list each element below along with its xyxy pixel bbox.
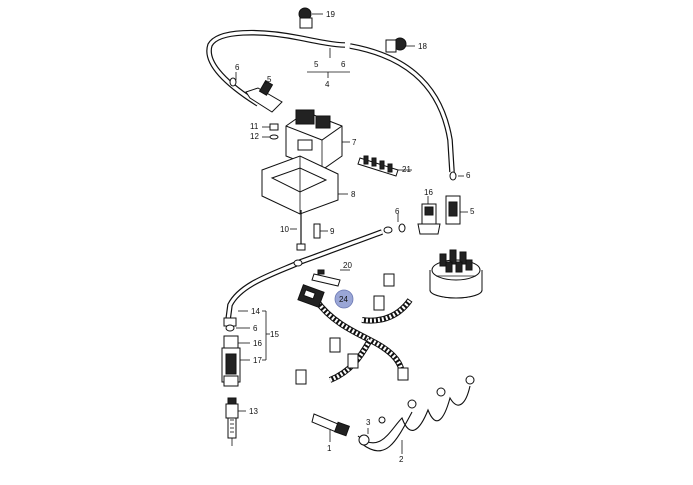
- cable-clip-strip-21: 21: [357, 155, 412, 177]
- callout-12: 12: [250, 132, 259, 141]
- spark-plug-connector-16-left: 16: [223, 335, 262, 349]
- callout-5-upper: 5: [267, 75, 272, 84]
- nut-11: 11: [250, 122, 279, 131]
- callout-11: 11: [250, 122, 259, 131]
- callout-8: 8: [351, 190, 356, 199]
- seal-ring-6-right: 6: [449, 171, 471, 181]
- group-bracket-15: 15: [262, 310, 279, 361]
- callout-19: 19: [326, 10, 335, 19]
- callout-6-top: 6: [341, 60, 346, 69]
- cable-bracket-20: 20: [311, 261, 352, 287]
- seal-ring-6-upper: 6: [229, 63, 240, 87]
- ignition-harness: 24: [295, 273, 413, 385]
- callout-6-upper: 6: [235, 63, 240, 72]
- ground-wire-set-2: 2: [357, 375, 475, 464]
- hose-connector-5-right: 5: [445, 195, 475, 225]
- hose-connector-5-upper: 5: [245, 75, 283, 113]
- callout-16-left: 16: [253, 339, 262, 348]
- callout-4: 4: [325, 80, 330, 89]
- callout-1: 1: [327, 444, 332, 453]
- screw-3: 3: [358, 418, 371, 446]
- callout-5-right: 5: [470, 207, 475, 216]
- spark-plug-connector-17: 17: [221, 347, 262, 387]
- spark-plug-connector-16-right: 16: [417, 188, 441, 235]
- hose-clip-19: 19: [298, 7, 335, 29]
- callout-6-right: 6: [466, 171, 471, 180]
- seal-ring-6-mid: 6: [395, 207, 406, 233]
- washer-12: 12: [250, 132, 279, 141]
- callout-21: 21: [402, 165, 411, 174]
- callout-20: 20: [343, 261, 352, 270]
- callout-16-right: 16: [424, 188, 433, 197]
- bolt-10: 10: [280, 210, 306, 251]
- seal-ring-6-left: 6: [225, 324, 258, 333]
- callout-7: 7: [352, 138, 357, 147]
- lower-hose: [225, 226, 393, 321]
- distributor-cap: [429, 249, 483, 299]
- mounting-bracket: 8: [261, 155, 356, 215]
- hose-clip-18: 18: [385, 37, 427, 53]
- callout-10: 10: [280, 225, 289, 234]
- sensor-1: 1: [311, 413, 350, 453]
- callout-15: 15: [270, 330, 279, 339]
- callout-3: 3: [366, 418, 371, 427]
- callout-13: 13: [249, 407, 258, 416]
- callout-24: 24: [339, 295, 348, 304]
- callout-6-mid: 6: [395, 207, 400, 216]
- callout-17: 17: [253, 356, 262, 365]
- callout-5-top: 5: [314, 60, 319, 69]
- callout-6-left: 6: [253, 324, 258, 333]
- callout-14: 14: [251, 307, 260, 316]
- callout-9: 9: [330, 227, 335, 236]
- bolt-9: 9: [313, 223, 335, 239]
- spark-plug-13: 13: [225, 397, 258, 446]
- upper-hose: [206, 29, 455, 173]
- callout-18: 18: [418, 42, 427, 51]
- callout-2: 2: [399, 455, 404, 464]
- callout-24-badge: [334, 289, 354, 309]
- group-bracket-4: 5 6 4: [307, 48, 350, 89]
